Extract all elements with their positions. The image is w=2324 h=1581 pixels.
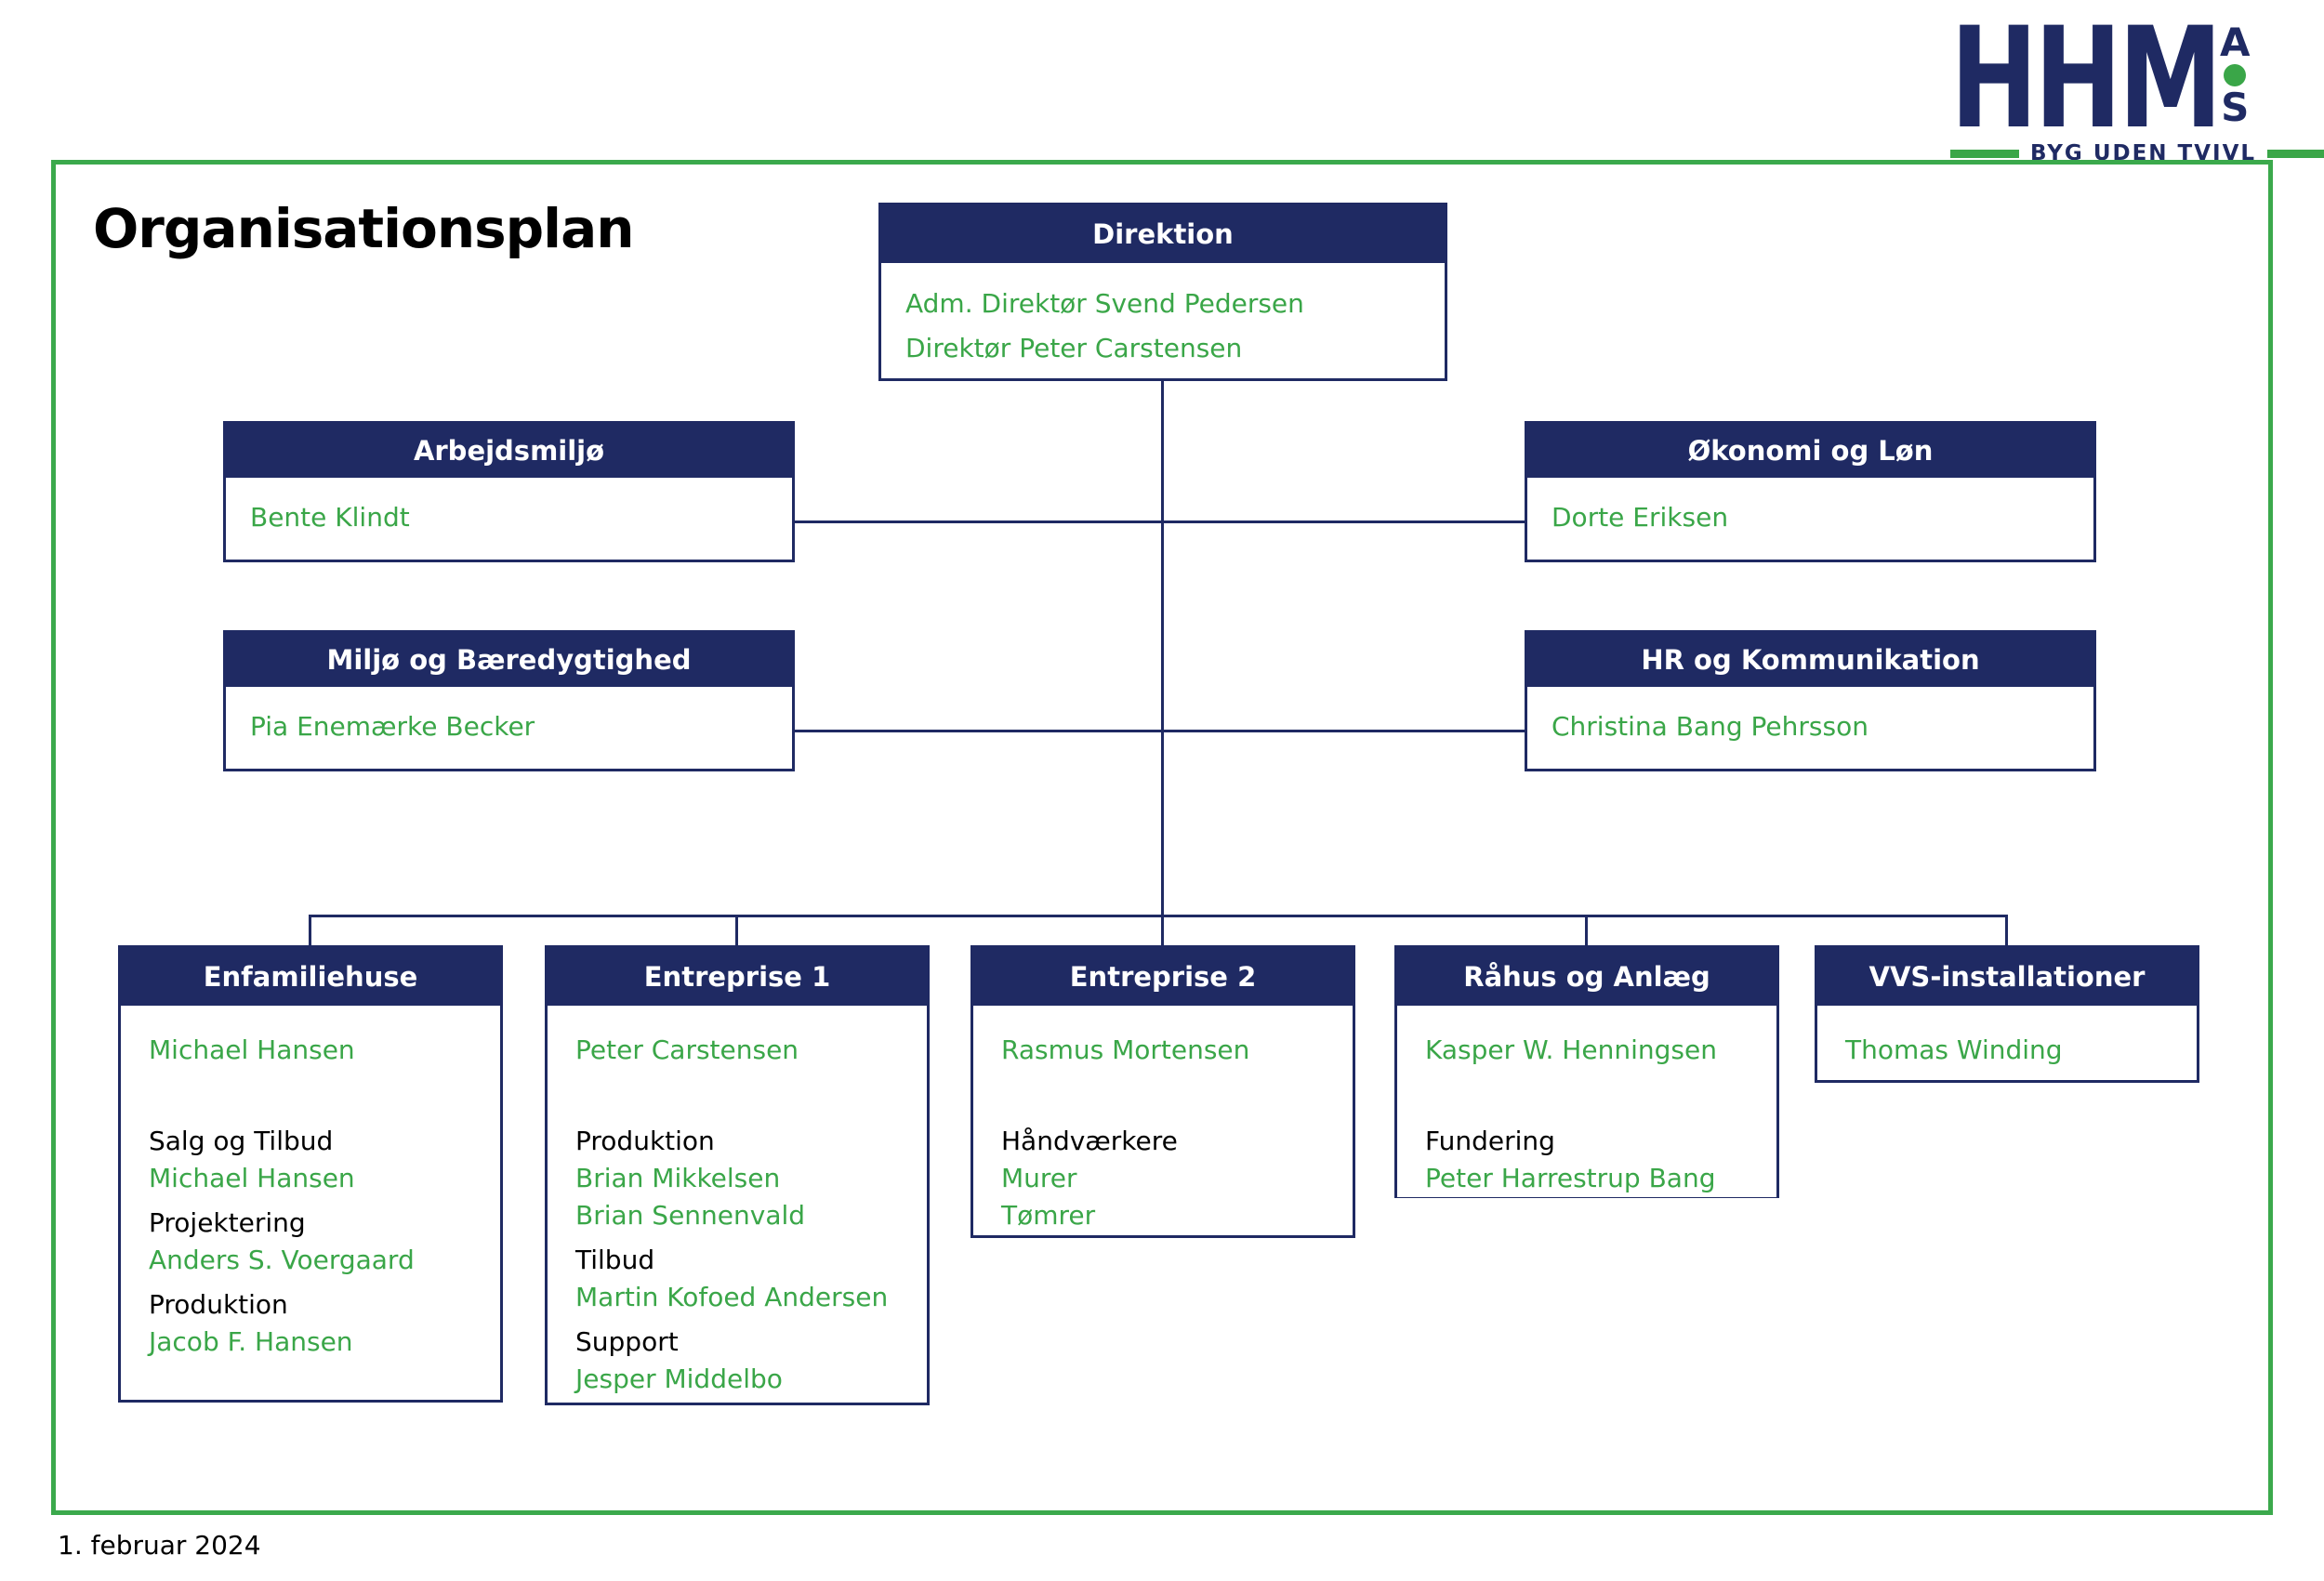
connector-departments-horizontal (309, 915, 2008, 917)
box-arbejdsmiljo-header: Arbejdsmiljø (226, 424, 792, 478)
box-raahus-og-anlaeg-header: Råhus og Anlæg (1397, 948, 1776, 1006)
section-person: Martin Kofoed Andersen (575, 1282, 889, 1312)
section-label: Produktion (149, 1289, 288, 1320)
section-person: Tømrer (1001, 1200, 1096, 1231)
dept-leader: Peter Carstensen (575, 1034, 799, 1065)
page-title: Organisationsplan (93, 197, 634, 260)
section-person: Jacob F. Hansen (149, 1326, 353, 1357)
box-entreprise-2: Entreprise 2 Rasmus Mortensen Håndværker… (971, 945, 1355, 1238)
section-person: Peter Harrestrup Bang (1425, 1163, 1716, 1193)
logo-wordmark: HHM (1950, 0, 2223, 160)
box-enfamiliehuse: Enfamiliehuse Michael Hansen Salg og Til… (118, 945, 503, 1403)
logo-bar-right (2267, 149, 2324, 158)
section-person: Anders S. Voergaard (149, 1245, 415, 1275)
box-miljo-og-baeredygtighed-header: Miljø og Bæredygtighed (226, 633, 792, 687)
section-label: Håndværkere (1001, 1126, 1178, 1156)
logo-dot-icon (2224, 64, 2247, 86)
box-okonomi-og-lon: Økonomi og Løn Dorte Eriksen (1525, 421, 2096, 562)
staff-person: Christina Bang Pehrsson (1552, 711, 1868, 742)
date-label: 1. februar 2024 (58, 1530, 261, 1561)
dept-leader: Michael Hansen (149, 1034, 355, 1065)
section-person: Brian Mikkelsen (575, 1163, 781, 1193)
connector-staff-row1 (795, 520, 1525, 523)
box-vvs-installationer: VVS-installationer Thomas Winding (1815, 945, 2199, 1083)
section-label: Support (575, 1326, 679, 1357)
connector-stub-enfamiliehuse (309, 915, 311, 945)
logo-bar-left (1950, 149, 2019, 158)
section-person: Jesper Middelbo (575, 1364, 783, 1394)
section-person: Michael Hansen (149, 1163, 355, 1193)
box-entreprise-2-header: Entreprise 2 (973, 948, 1353, 1006)
dept-leader: Rasmus Mortensen (1001, 1034, 1250, 1065)
dept-leader: Thomas Winding (1845, 1034, 2063, 1065)
box-hr-og-kommunikation: HR og Kommunikation Christina Bang Pehrs… (1525, 630, 2096, 771)
connector-stub-entreprise1 (735, 915, 738, 945)
section-person: Murer (1001, 1163, 1077, 1193)
box-raahus-og-anlaeg: Råhus og Anlæg Kasper W. Henningsen Fund… (1394, 945, 1779, 1198)
box-miljo-og-baeredygtighed: Miljø og Bæredygtighed Pia Enemærke Beck… (223, 630, 795, 771)
box-entreprise-1: Entreprise 1 Peter Carstensen Produktion… (545, 945, 930, 1405)
connector-staff-row2 (795, 730, 1525, 732)
section-label: Produktion (575, 1126, 715, 1156)
box-enfamiliehuse-header: Enfamiliehuse (121, 948, 500, 1006)
direktion-member: Adm. Direktør Svend Pedersen (905, 288, 1304, 319)
company-logo: HHM A S BYG UDEN TVIVL (1950, 0, 2324, 165)
box-arbejdsmiljo: Arbejdsmiljø Bente Klindt (223, 421, 795, 562)
box-okonomi-og-lon-header: Økonomi og Løn (1527, 424, 2093, 478)
section-label: Salg og Tilbud (149, 1126, 334, 1156)
logo-as-suffix: A S (2220, 20, 2251, 130)
box-vvs-installationer-header: VVS-installationer (1817, 948, 2197, 1006)
section-label: Tilbud (575, 1245, 655, 1275)
box-entreprise-1-header: Entreprise 1 (548, 948, 927, 1006)
section-person: Brian Sennenvald (575, 1200, 806, 1231)
connector-stub-vvs (2005, 915, 2008, 945)
staff-person: Dorte Eriksen (1552, 502, 1729, 533)
connector-direktion-vertical (1161, 377, 1164, 945)
direktion-member: Direktør Peter Carstensen (905, 333, 1243, 363)
box-direktion-header: Direktion (881, 205, 1445, 263)
dept-leader: Kasper W. Henningsen (1425, 1034, 1717, 1065)
connector-stub-raahus (1585, 915, 1588, 945)
logo-letter-a: A (2220, 20, 2251, 65)
staff-person: Bente Klindt (250, 502, 410, 533)
box-direktion: Direktion Adm. Direktør Svend Pedersen D… (878, 203, 1447, 381)
staff-person: Pia Enemærke Becker (250, 711, 535, 742)
box-hr-og-kommunikation-header: HR og Kommunikation (1527, 633, 2093, 687)
section-label: Fundering (1425, 1126, 1555, 1156)
logo-letter-s: S (2221, 85, 2250, 130)
section-label: Projektering (149, 1207, 306, 1238)
